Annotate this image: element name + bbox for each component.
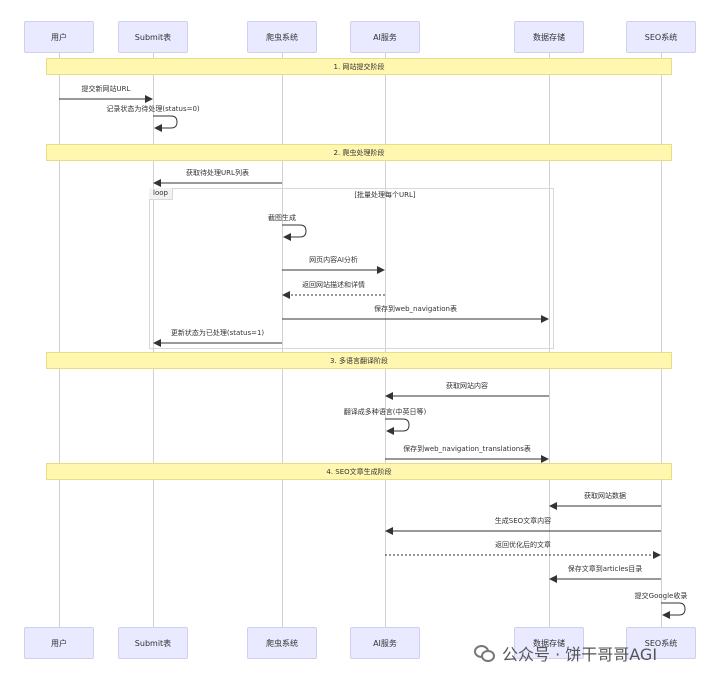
message-label: 网页内容AI分析 — [309, 256, 358, 264]
lifeline-user — [59, 53, 60, 627]
message-arrow — [153, 115, 178, 132]
loop-tag: loop — [149, 188, 173, 200]
actor-seo-system-top: SEO系统 — [626, 21, 696, 53]
message-label: 提交Google收录 — [634, 592, 688, 600]
lifeline-ai-service — [385, 53, 386, 627]
actor-data-storage-bottom: 数据存储 — [514, 627, 584, 659]
message-label: 返回网站描述和详情 — [302, 281, 365, 289]
message-label: 获取待处理URL列表 — [186, 169, 249, 177]
message-label: 提交新网站URL — [81, 85, 131, 93]
watermark-text: 公众号 · 饼干哥哥AGI — [502, 645, 658, 664]
lifeline-data-storage — [549, 53, 550, 627]
wechat-icon — [474, 643, 496, 663]
actor-submit-table-bottom: Submit表 — [118, 627, 188, 659]
message-label: 截图生成 — [268, 214, 296, 222]
message-label: 更新状态为已处理(status=1) — [170, 329, 265, 337]
lifeline-seo-system — [661, 53, 662, 627]
message-label: 保存到web_navigation表 — [374, 305, 457, 313]
actor-user-bottom: 用户 — [24, 627, 94, 659]
actor-crawler-bottom: 爬虫系统 — [247, 627, 317, 659]
actor-data-storage-top: 数据存储 — [514, 21, 584, 53]
message-arrow — [661, 602, 686, 619]
phase-banner-1: 1. 网站提交阶段 — [46, 58, 672, 75]
actor-submit-table-top: Submit表 — [118, 21, 188, 53]
message-label: 获取网站数据 — [584, 492, 626, 500]
actor-crawler-top: 爬虫系统 — [247, 21, 317, 53]
message-label: 保存文章到articles目录 — [567, 565, 643, 573]
watermark: 公众号 · 饼干哥哥AGI — [474, 640, 657, 666]
message-label: 记录状态为待处理(status=0) — [106, 105, 200, 113]
loop-frame — [149, 188, 554, 349]
message-label: 返回优化后的文章 — [495, 541, 551, 549]
actor-seo-system-bottom: SEO系统 — [626, 627, 696, 659]
message-label: 翻译成多种语言(中英日等) — [343, 408, 427, 416]
message-label: 保存到web_navigation_translations表 — [403, 445, 531, 453]
phase-banner-3: 3. 多语言翻译阶段 — [46, 352, 672, 369]
phase-banner-4: 4. SEO文章生成阶段 — [46, 463, 672, 480]
loop-condition: [批量处理每个URL] — [354, 191, 416, 199]
actor-ai-service-top: AI服务 — [350, 21, 420, 53]
message-arrow — [385, 418, 410, 435]
message-label: 获取网站内容 — [446, 382, 488, 390]
actor-user-top: 用户 — [24, 21, 94, 53]
actor-ai-service-bottom: AI服务 — [350, 627, 420, 659]
phase-banner-2: 2. 爬虫处理阶段 — [46, 144, 672, 161]
lifeline-crawler — [282, 53, 283, 627]
message-label: 生成SEO文章内容 — [494, 517, 552, 525]
message-arrow — [282, 224, 307, 241]
